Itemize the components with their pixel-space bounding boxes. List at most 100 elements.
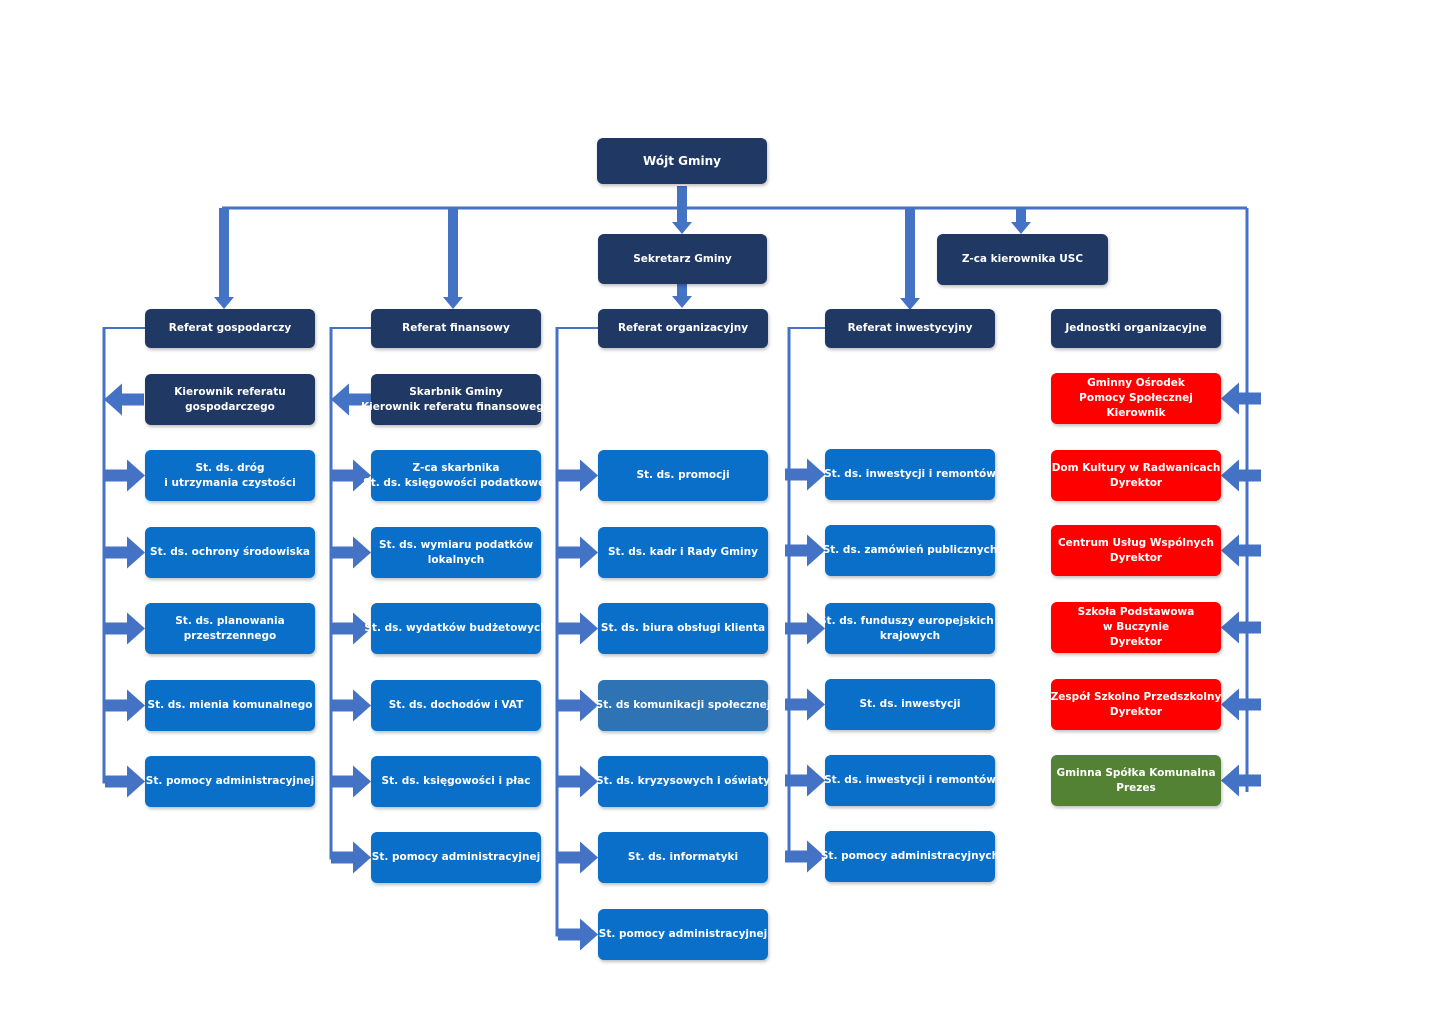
arrow-col1-item-0 [331, 383, 371, 416]
node-col0-item-4: St. ds. mienia komunalnego [145, 680, 315, 731]
node-col1-item-3-label-line: St. ds. wydatków budżetowych [364, 622, 548, 635]
node-col4-item-1-label-line: Dom Kultury w Radwanicach [1051, 461, 1221, 474]
node-col2-item-5: St. ds. informatyki [598, 832, 768, 883]
node-col4-item-4-label-line: Zespół Szkolno Przedszkolny [1050, 690, 1222, 703]
node-col2-item-0: St. ds. promocji [598, 450, 768, 501]
node-col4-item-0-label-line: Gminny Ośrodek [1087, 377, 1185, 390]
node-z-ca-kierownika-usc: Z-ca kierownika USC [937, 234, 1108, 285]
arrow-col1-item-4 [331, 689, 371, 722]
node-col1-item-5-label-line: St. ds. księgowości i płac [381, 775, 531, 788]
arrow-col4-item-2 [1221, 534, 1261, 567]
node-header-0: Referat gospodarczy [145, 309, 315, 348]
arrow-col4-item-1 [1221, 459, 1261, 492]
arrow-down-sekretarz [672, 186, 692, 234]
node-col1-item-0-label-line: Kierownik referatu finansowego [361, 400, 551, 413]
arrow-col4-item-0 [1221, 382, 1261, 415]
node-col1-item-2-label-line: St. ds. wymiaru podatków [378, 538, 534, 551]
node-col4-item-2-label-line: Centrum Usług Wspólnych [1057, 536, 1215, 549]
arrow-col4-item-3 [1221, 611, 1261, 644]
node-col0-item-0-label-line: gospodarczego [185, 400, 275, 413]
node-col2-item-0-label-line: St. ds. promocji [636, 469, 730, 482]
arrow-col0-item-4 [105, 689, 145, 722]
arrow-col2-item-6 [558, 918, 598, 951]
node-col3-item-0-label-line: St. ds. inwestycji i remontów [824, 468, 996, 481]
node-col1-item-0-label-line: Skarbnik Gminy [409, 385, 503, 398]
arrow-col1-item-5 [331, 765, 371, 798]
node-header-4-label-line: Jednostki organizacyjne [1065, 322, 1207, 335]
arrow-col3-item-2 [785, 612, 825, 645]
arrow-col0-item-2 [105, 536, 145, 569]
node-col3-item-4: St. ds. inwestycji i remontów [824, 755, 996, 806]
arrow-col0-item-0 [104, 383, 144, 416]
node-col2-item-3-label-line: St. ds komunikacji społecznej [595, 699, 771, 712]
arrow-down-usc [1011, 208, 1031, 234]
node-col1-item-4: St. ds. dochodów i VAT [371, 680, 541, 731]
node-col0-item-0: Kierownik referatu gospodarczego [145, 374, 315, 425]
arrow-col4-item-4 [1221, 688, 1261, 721]
node-col4-item-0-label-line: Kierownik [1106, 406, 1166, 419]
node-header-4: Jednostki organizacyjne [1051, 309, 1221, 348]
node-wojt-gminy-label-line: Wójt Gminy [643, 153, 721, 168]
node-col1-item-6-label-line: St. pomocy administracyjnej [371, 851, 541, 864]
node-col2-item-5-label-line: St. ds. informatyki [627, 851, 739, 864]
arrow-col2-item-0 [558, 459, 598, 492]
node-col3-item-1: St. ds. zamówień publicznych [822, 525, 998, 576]
arrow-down-referat-gospodarczy [214, 208, 234, 309]
node-col4-item-3-label-line: Szkoła Podstawowa [1077, 606, 1195, 619]
node-col3-item-1-label-line: St. ds. zamówień publicznych [822, 544, 998, 557]
arrow-col2-item-2 [558, 612, 598, 645]
arrow-col3-item-4 [785, 764, 825, 797]
node-col4-item-3-label-line: w Buczynie [1102, 621, 1170, 634]
node-col2-item-2: St. ds. biura obsługi klienta [598, 603, 768, 654]
node-col1-item-5: St. ds. księgowości i płac [371, 756, 541, 807]
node-col2-item-2-label-line: St. ds. biura obsługi klienta [600, 622, 766, 635]
arrow-col2-item-1 [558, 536, 598, 569]
node-col3-item-4-label-line: St. ds. inwestycji i remontów [824, 774, 996, 787]
arrow-col4-item-5 [1221, 764, 1261, 797]
arrow-col1-item-1 [331, 459, 371, 492]
node-col4-item-0-label-line: Pomocy Społecznej [1079, 392, 1193, 405]
arrow-col3-item-5 [785, 840, 825, 873]
arrow-col3-item-0 [785, 458, 825, 491]
node-col0-item-3-label-line: przestrzennego [183, 629, 277, 642]
arrow-col0-item-3 [105, 612, 145, 645]
node-col0-item-1-label-line: St. ds. dróg [195, 461, 265, 474]
node-sekretarz-gminy-label-line: Sekretarz Gminy [633, 252, 732, 265]
node-header-0-label-line: Referat gospodarczy [168, 322, 292, 335]
arrow-col1-item-6 [331, 841, 371, 874]
arrow-col2-item-3 [558, 689, 598, 722]
arrow-down-referat-organizacyjny [672, 284, 692, 308]
arrow-col0-item-1 [105, 459, 145, 492]
node-col0-item-0-label-line: Kierownik referatu [174, 385, 286, 398]
node-col1-item-1-label-line: Z-ca skarbnika [412, 461, 500, 474]
arrow-col1-item-2 [331, 536, 371, 569]
node-col4-item-4-label-line: Dyrektor [1109, 705, 1163, 718]
node-z-ca-kierownika-usc-label-line: Z-ca kierownika USC [961, 253, 1084, 266]
node-col3-item-3-label-line: St. ds. inwestycji [859, 698, 961, 711]
arrow-down-referat-finansowy [443, 208, 463, 309]
node-col2-item-1: St. ds. kadr i Rady Gminy [598, 527, 768, 578]
node-header-3: Referat inwestycyjny [825, 309, 995, 348]
arrow-col3-item-3 [785, 688, 825, 721]
node-sekretarz-gminy: Sekretarz Gminy [598, 234, 767, 284]
node-col2-item-3: St. ds komunikacji społecznej [595, 680, 771, 731]
node-col2-item-6: St. pomocy administracyjnej [598, 909, 768, 960]
arrow-col2-item-5 [558, 841, 598, 874]
node-col3-item-0: St. ds. inwestycji i remontów [824, 449, 996, 500]
arrow-col1-item-3 [331, 612, 371, 645]
node-col1-item-4-label-line: St. ds. dochodów i VAT [388, 699, 524, 712]
node-col4-item-1-label-line: Dyrektor [1109, 476, 1163, 489]
node-col3-item-5: St. pomocy administracyjnych [821, 831, 999, 882]
arrow-down-referat-inwestycyjny [900, 208, 920, 310]
